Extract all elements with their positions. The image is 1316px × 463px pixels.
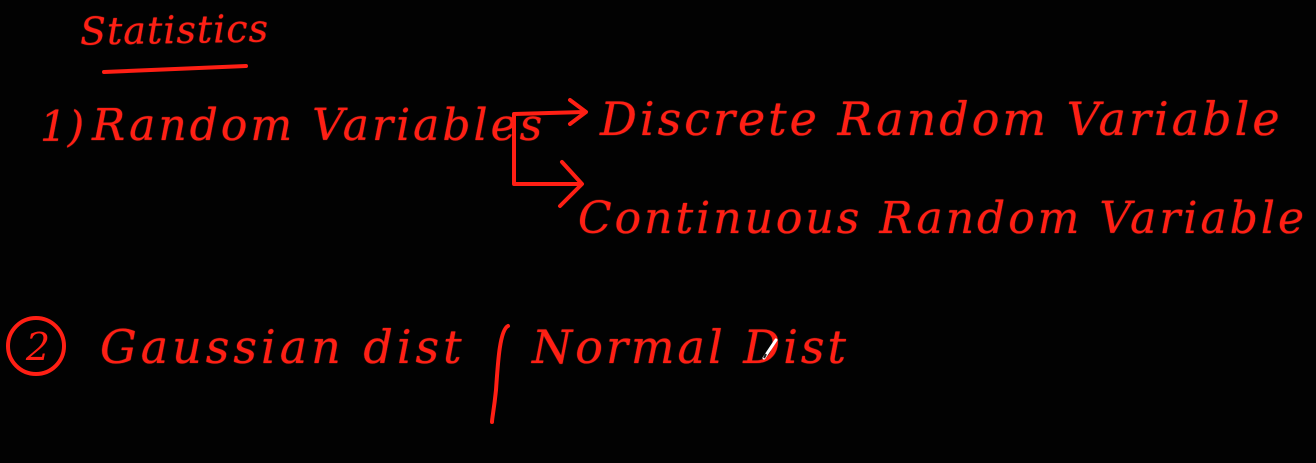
title-underline <box>102 64 248 74</box>
item2-alt-label: Normal Dist <box>532 320 849 374</box>
branch-discrete-label: Discrete Random Variable <box>600 92 1283 146</box>
item2-label: Gaussian dist <box>100 320 466 374</box>
slash-separator <box>490 324 510 424</box>
item2-number: 2 <box>25 325 51 369</box>
branch-bracket <box>512 110 586 152</box>
branch-arrow-bottom <box>558 160 584 208</box>
branch-continuous-label: Continuous Random Variable <box>578 193 1307 244</box>
item2-number-circle <box>6 316 66 376</box>
branch-arrow-top <box>568 98 588 126</box>
item1-number: 1) <box>40 102 86 151</box>
branch-bracket-lower <box>512 148 580 186</box>
pen-cursor-icon <box>762 336 778 360</box>
item1-label: Random Variables <box>92 100 546 151</box>
